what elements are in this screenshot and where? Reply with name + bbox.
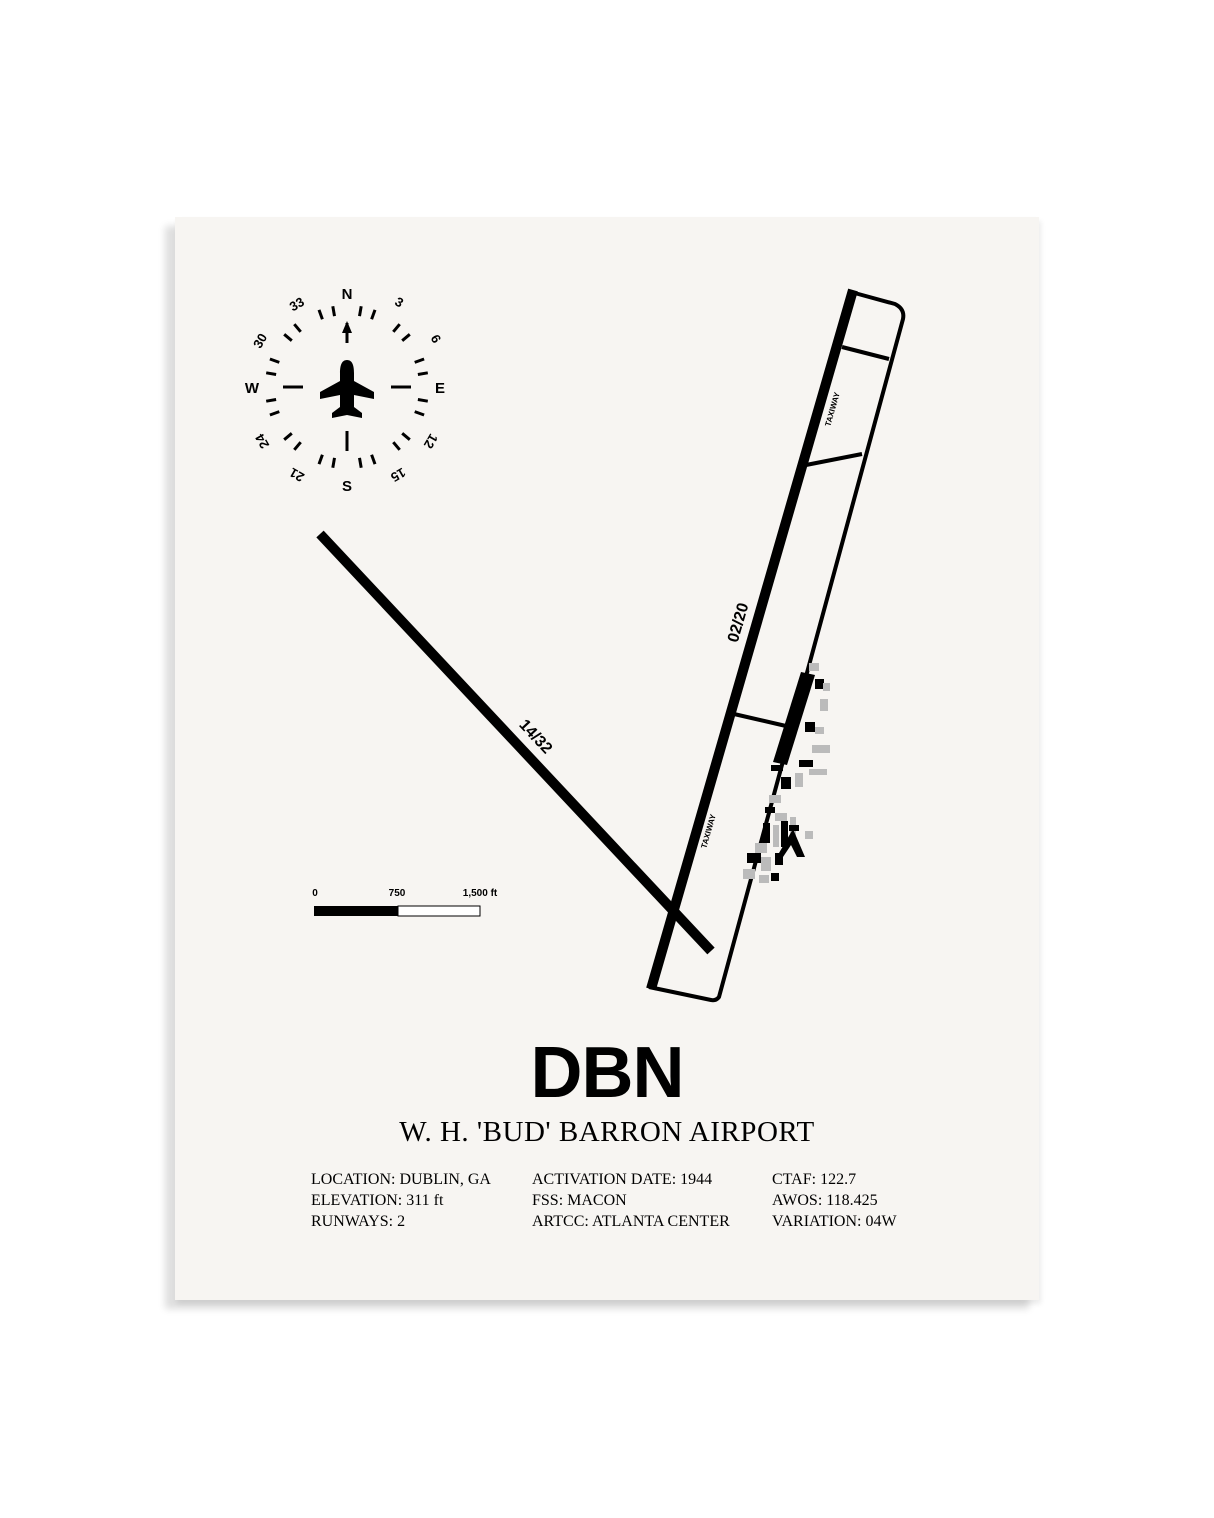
runway-02-20-group: 02/20 14/32 TAXIWAY TAXIWAY bbox=[316, 288, 906, 1003]
apron-wedge bbox=[779, 829, 805, 857]
compass-tick bbox=[269, 357, 280, 364]
info-column-2: ACTIVATION DATE: 1944 FSS: MACON ARTCC: … bbox=[532, 1169, 730, 1232]
compass-tick bbox=[401, 432, 411, 441]
compass-w-label: W bbox=[245, 380, 260, 397]
compass-tick bbox=[293, 441, 302, 451]
runways-count-text: RUNWAYS: 2 bbox=[311, 1213, 406, 1230]
compass-rose: N E S W 3 6 12 15 21 24 30 33 bbox=[245, 286, 445, 495]
compass-e-label: E bbox=[435, 380, 445, 397]
compass-n-label: N bbox=[342, 286, 353, 303]
scale-bar: 0 750 1,500 ft bbox=[312, 888, 498, 917]
fss-text: FSS: MACON bbox=[532, 1192, 627, 1209]
compass-tick bbox=[331, 457, 336, 469]
airplane-icon bbox=[320, 360, 374, 418]
variation-text: VARIATION: 04W bbox=[772, 1213, 897, 1230]
heading-3-label: 3 bbox=[392, 294, 406, 311]
info-column-3: CTAF: 122.7 AWOS: 118.425 VARIATION: 04W bbox=[772, 1169, 897, 1232]
north-arrow-icon bbox=[342, 321, 352, 333]
compass-tick bbox=[358, 457, 363, 469]
runway-14-32 bbox=[316, 530, 715, 955]
compass-tick bbox=[283, 432, 293, 441]
compass-tick bbox=[401, 333, 411, 342]
compass-tick bbox=[392, 441, 401, 451]
heading-15-label: 15 bbox=[388, 465, 408, 485]
compass-tick bbox=[331, 305, 336, 317]
runway-02-20 bbox=[646, 288, 858, 991]
compass-tick bbox=[293, 323, 302, 333]
compass-tick bbox=[265, 371, 277, 376]
compass-tick bbox=[283, 333, 293, 342]
heading-21-label: 21 bbox=[287, 465, 307, 485]
awos-text: AWOS: 118.425 bbox=[772, 1192, 878, 1209]
heading-6-label: 6 bbox=[428, 332, 445, 346]
airport-diagram: N E S W 3 6 12 15 21 24 30 33 bbox=[245, 286, 906, 1003]
taxiway-connector-3 bbox=[733, 712, 787, 728]
compass-tick bbox=[370, 309, 377, 320]
activation-date-text: ACTIVATION DATE: 1944 bbox=[532, 1171, 713, 1188]
elevation-text: ELEVATION: 311 ft bbox=[311, 1192, 444, 1209]
compass-tick bbox=[317, 309, 324, 320]
taxiway-connector-1 bbox=[841, 345, 890, 361]
heading-30-label: 30 bbox=[250, 331, 270, 351]
compass-tick bbox=[414, 410, 425, 417]
compass-tick bbox=[358, 305, 363, 317]
heading-12-label: 12 bbox=[421, 431, 441, 451]
apron-main bbox=[773, 672, 815, 765]
compass-tick bbox=[417, 398, 429, 403]
compass-ticks bbox=[265, 305, 429, 469]
compass-tick bbox=[265, 398, 277, 403]
scale-label-0: 0 bbox=[312, 888, 318, 899]
compass-tick bbox=[317, 454, 324, 465]
compass-tick bbox=[414, 357, 425, 364]
apron-buildings bbox=[743, 663, 830, 883]
info-column-1: LOCATION: DUBLIN, GA ELEVATION: 311 ft R… bbox=[311, 1169, 491, 1232]
airport-name: W. H. 'BUD' BARRON AIRPORT bbox=[399, 1116, 815, 1148]
poster: N E S W 3 6 12 15 21 24 30 33 bbox=[175, 217, 1039, 1300]
scale-bar-black bbox=[314, 906, 398, 916]
compass-tick bbox=[370, 454, 377, 465]
airport-code: DBN bbox=[530, 1033, 685, 1113]
location-text: LOCATION: DUBLIN, GA bbox=[311, 1171, 491, 1188]
ctaf-text: CTAF: 122.7 bbox=[772, 1171, 857, 1188]
heading-33-label: 33 bbox=[287, 294, 307, 314]
compass-tick bbox=[269, 410, 280, 417]
artcc-text: ARTCC: ATLANTA CENTER bbox=[532, 1213, 730, 1230]
scale-bar-white bbox=[397, 905, 481, 917]
heading-24-label: 24 bbox=[252, 431, 273, 452]
taxiway-connector-2 bbox=[805, 452, 863, 467]
scale-label-750: 750 bbox=[389, 888, 406, 899]
compass-tick bbox=[392, 323, 401, 333]
compass-tick bbox=[417, 371, 429, 376]
scale-label-1500: 1,500 ft bbox=[463, 888, 498, 899]
compass-s-label: S bbox=[342, 478, 352, 495]
taxiway-outline bbox=[648, 290, 906, 1003]
